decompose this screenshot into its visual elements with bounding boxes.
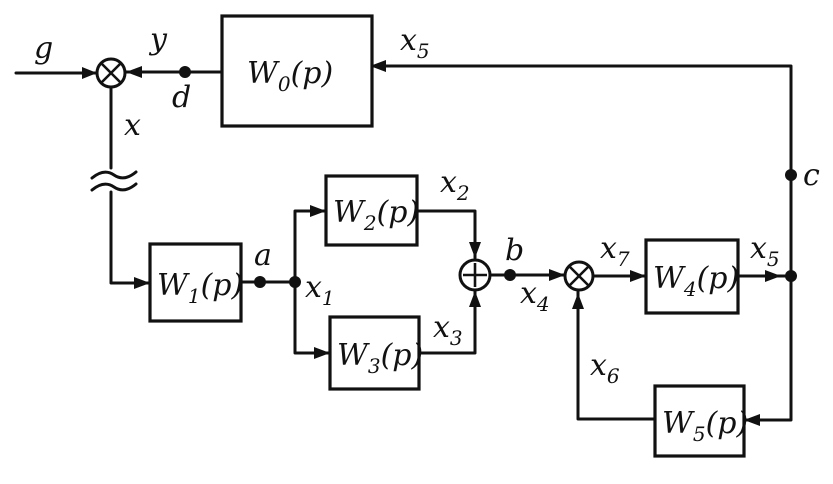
arrowhead-w3 xyxy=(314,347,330,359)
wire-x6 xyxy=(576,290,657,421)
node-a xyxy=(254,276,266,288)
arrowhead-x5-w0 xyxy=(370,60,386,72)
arrowhead-w5 xyxy=(744,414,760,426)
label-d: d xyxy=(172,80,191,115)
label-x: x xyxy=(124,108,141,143)
block-w5-label: W5(p) xyxy=(662,406,748,446)
wire-to-w5 xyxy=(742,274,793,422)
wire-break-symbol xyxy=(90,170,138,180)
wire-x3 xyxy=(417,288,477,355)
label-b: b xyxy=(505,233,524,268)
label-x4: x4 xyxy=(520,276,550,316)
arrowhead-w1 xyxy=(134,277,150,289)
block-w2-label: W2(p) xyxy=(333,195,419,235)
node-d xyxy=(179,66,191,78)
block-w1-label: W1(p) xyxy=(157,268,243,308)
block-w2 xyxy=(324,174,419,247)
block-w4 xyxy=(644,238,740,315)
label-y: y xyxy=(148,22,168,57)
label-x1: x1 xyxy=(305,270,335,310)
arrowhead-x3 xyxy=(469,291,481,307)
node-b xyxy=(504,269,516,281)
arrowhead-g xyxy=(82,67,97,79)
label-x5-right: x5 xyxy=(750,231,780,271)
block-w3 xyxy=(328,315,421,391)
label-x3: x3 xyxy=(433,310,463,350)
arrowhead-x6 xyxy=(572,293,584,309)
block-w0-label: W0(p) xyxy=(247,56,333,96)
block-w4-label: W4(p) xyxy=(653,261,739,301)
summing-junction-inner xyxy=(563,260,595,292)
wire-break-symbol-2 xyxy=(90,182,138,192)
block-w1 xyxy=(148,242,243,323)
label-g: g xyxy=(34,31,53,66)
label-x6: x6 xyxy=(590,348,620,388)
node-split xyxy=(289,276,301,288)
wire-x5-feedback xyxy=(370,64,793,276)
block-w0 xyxy=(220,14,374,128)
summing-junction-plus xyxy=(458,258,492,292)
arrowhead-y xyxy=(126,66,142,78)
label-x2: x2 xyxy=(440,165,470,205)
block-w3-label: W3(p) xyxy=(337,338,423,378)
summing-junction-top xyxy=(95,57,127,89)
node-c xyxy=(785,169,797,181)
label-c: c xyxy=(803,158,820,193)
wire-x-lower xyxy=(109,190,152,285)
label-a: a xyxy=(254,238,272,273)
arrowhead-x5-out xyxy=(765,270,781,282)
arrowhead-w2 xyxy=(310,205,326,217)
arrowhead-x7 xyxy=(630,270,646,282)
label-x7: x7 xyxy=(600,231,630,271)
arrowhead-x2 xyxy=(469,242,481,258)
node-x5-branch xyxy=(785,270,797,282)
label-x5-top: x5 xyxy=(400,23,430,63)
arrowhead-x4 xyxy=(549,269,565,281)
block-w5 xyxy=(653,384,746,458)
wire-x2 xyxy=(415,209,477,260)
